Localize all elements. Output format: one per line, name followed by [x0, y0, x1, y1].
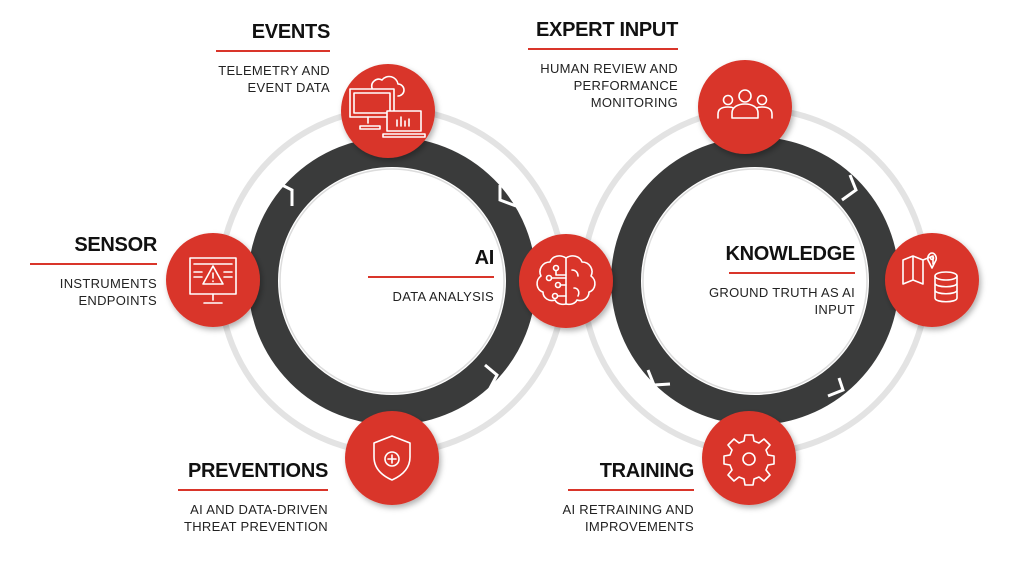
ai-title: AI — [474, 247, 495, 269]
knowledge-desc-line-1: GROUND TRUTH AS AI — [708, 285, 855, 300]
brain-circuit-icon — [536, 255, 596, 306]
training-title: TRAINING — [599, 460, 695, 482]
expert-node — [698, 60, 792, 154]
knowledge-divider — [729, 272, 855, 274]
shield-plus-icon — [373, 435, 411, 481]
expert-desc-line-3: MONITORING — [590, 95, 678, 110]
events-label: EVENTS TELEMETRY AND EVENT DATA — [210, 20, 330, 96]
ai-label: AI DATA ANALYSIS — [360, 246, 494, 305]
preventions-title: PREVENTIONS — [187, 460, 328, 482]
monitor-alert-icon — [189, 257, 237, 304]
events-desc-line-2: EVENT DATA — [247, 80, 330, 95]
knowledge-label: KNOWLEDGE GROUND TRUTH AS AI INPUT — [690, 242, 855, 318]
preventions-desc-line-2: THREAT PREVENTION — [183, 519, 328, 534]
preventions-divider — [178, 489, 328, 491]
training-desc-line-1: AI RETRAINING AND — [562, 502, 694, 517]
knowledge-desc-line-2: INPUT — [814, 302, 855, 317]
training-label: TRAINING AI RETRAINING AND IMPROVEMENTS — [540, 459, 694, 535]
expert-desc-line-2: PERFORMANCE — [573, 78, 678, 93]
training-desc-line-2: IMPROVEMENTS — [584, 519, 694, 534]
events-divider — [216, 50, 330, 52]
gear-icon — [723, 434, 775, 486]
preventions-label: PREVENTIONS AI AND DATA-DRIVEN THREAT PR… — [160, 459, 328, 535]
preventions-desc-line-1: AI AND DATA-DRIVEN — [190, 502, 328, 517]
training-divider — [568, 489, 694, 491]
sensor-node — [166, 233, 260, 327]
sensor-desc-line-2: ENDPOINTS — [78, 293, 157, 308]
knowledge-node — [885, 233, 979, 327]
people-group-icon — [717, 89, 773, 119]
sensor-desc-line-1: INSTRUMENTS — [59, 276, 157, 291]
expert-title: EXPERT INPUT — [536, 19, 678, 41]
computer-cloud-icon — [349, 75, 426, 138]
events-desc-line-1: TELEMETRY AND — [218, 63, 330, 78]
left-inner-disc — [279, 168, 505, 394]
ai-desc-line-1: DATA ANALYSIS — [392, 289, 494, 304]
sensor-label: SENSOR INSTRUMENTS ENDPOINTS — [30, 233, 157, 309]
ai-divider — [368, 276, 494, 278]
events-title: EVENTS — [251, 21, 331, 43]
knowledge-title: KNOWLEDGE — [725, 243, 855, 265]
expert-label: EXPERT INPUT HUMAN REVIEW AND PERFORMANC… — [520, 18, 678, 111]
cycle-arrow-notches — [275, 174, 858, 398]
training-node — [702, 411, 796, 505]
sensor-title: SENSOR — [74, 234, 157, 256]
expert-desc-line-1: HUMAN REVIEW AND — [540, 61, 678, 76]
map-database-icon — [902, 252, 958, 303]
sensor-divider — [30, 263, 157, 265]
expert-divider — [528, 48, 678, 50]
right-inner-disc — [642, 168, 868, 394]
